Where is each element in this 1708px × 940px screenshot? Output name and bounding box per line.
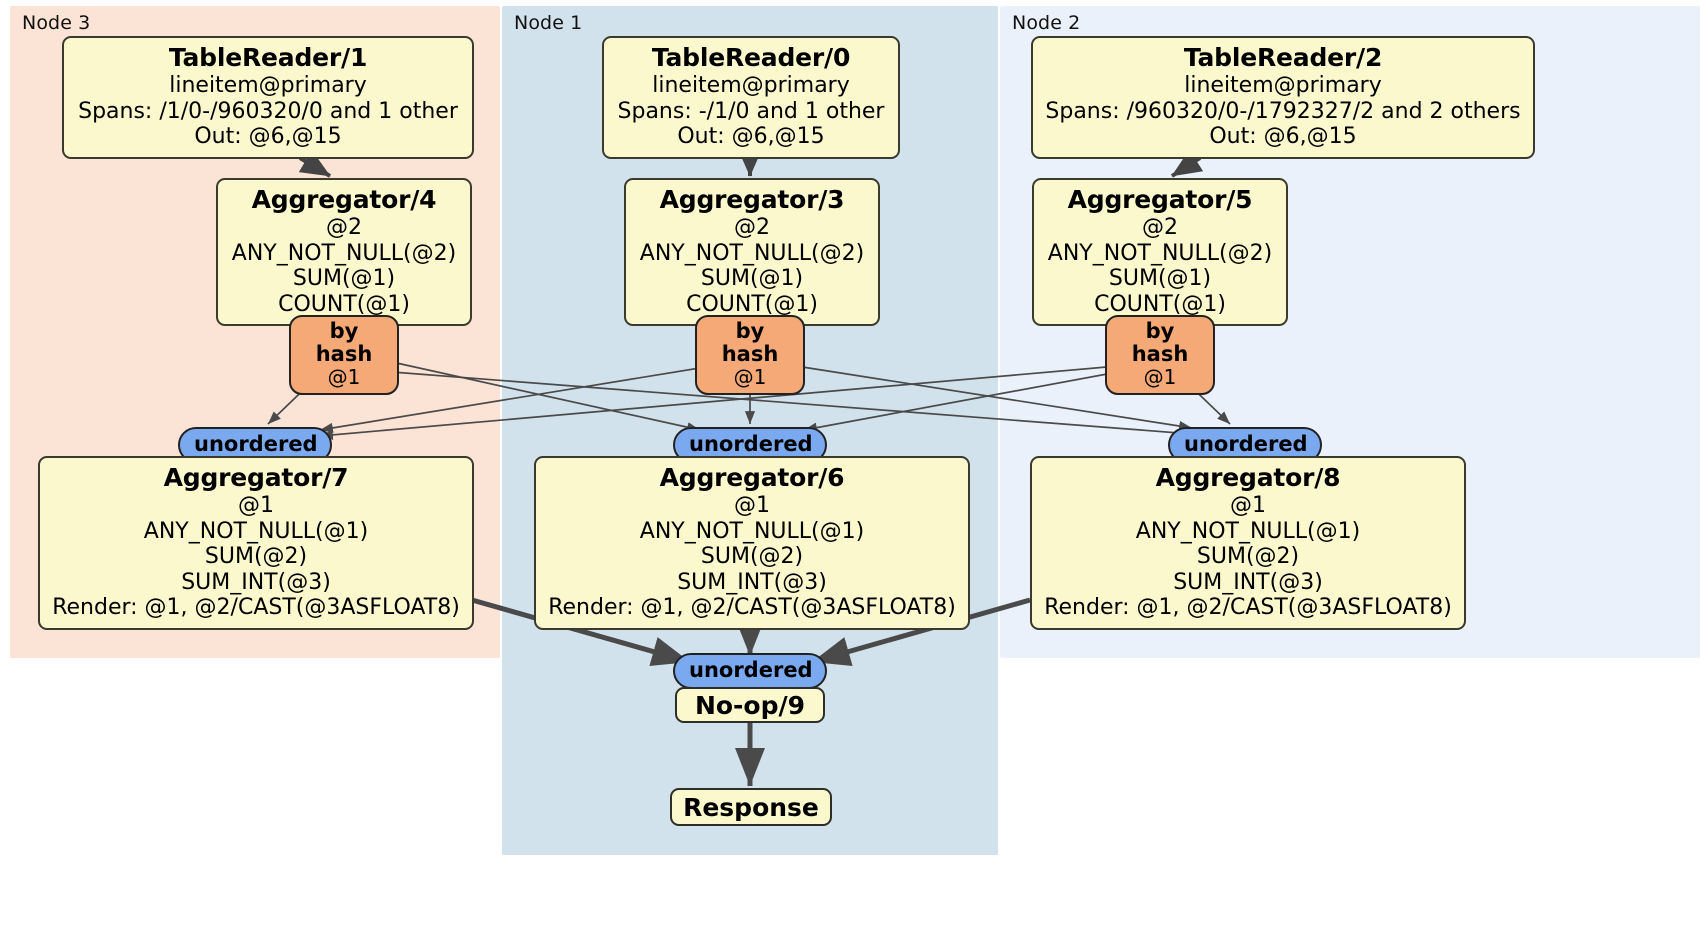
node-title: Aggregator/4 [251, 185, 437, 214]
node-agg: ANY_NOT_NULL(@2) [639, 240, 865, 266]
node-render: Render: @1, @2/CAST(@3ASFLOAT8) [52, 595, 460, 621]
node-no-op-9[interactable]: No-op/9 [675, 687, 825, 723]
node-agg: SUM_INT(@3) [1173, 569, 1323, 595]
node-title: Aggregator/6 [659, 463, 845, 492]
node-agg: SUM(@1) [292, 266, 396, 292]
node-agg: ANY_NOT_NULL(@1) [639, 518, 865, 544]
node-agg: SUM_INT(@3) [677, 569, 827, 595]
badge-label: unordered [1184, 432, 1308, 456]
node-out: Out: @6,@15 [677, 124, 825, 150]
node-aggregator-3[interactable]: Aggregator/3 @2 ANY_NOT_NULL(@2) SUM(@1)… [624, 178, 880, 327]
node-agg: SUM(@2) [204, 544, 308, 570]
badge-label: by hash [721, 319, 779, 367]
node-title: Aggregator/5 [1067, 185, 1253, 214]
node-title: Aggregator/7 [163, 463, 349, 492]
node-title: No-op/9 [694, 690, 806, 720]
panel-label-node2: Node 2 [1012, 12, 1081, 34]
node-title: Aggregator/8 [1155, 463, 1341, 492]
badge-column: @1 [1143, 365, 1177, 390]
node-agg: ANY_NOT_NULL(@1) [143, 518, 369, 544]
node-render: Render: @1, @2/CAST(@3ASFLOAT8) [548, 595, 956, 621]
node-table: lineitem@primary [652, 73, 850, 98]
node-title: TableReader/0 [651, 43, 851, 72]
node-title: TableReader/2 [1183, 43, 1383, 72]
badge-label: unordered [194, 432, 318, 456]
node-tablereader-2[interactable]: TableReader/2 lineitem@primary Spans: /9… [1031, 36, 1535, 159]
node-group: @1 [734, 493, 770, 518]
node-spans: Spans: /1/0-/960320/0 and 1 other [78, 98, 458, 124]
node-agg: COUNT(@1) [1094, 291, 1226, 317]
node-group: @1 [1230, 493, 1266, 518]
node-aggregator-6[interactable]: Aggregator/6 @1 ANY_NOT_NULL(@1) SUM(@2)… [534, 456, 970, 630]
node-agg: SUM(@1) [700, 266, 804, 292]
node-tablereader-1[interactable]: TableReader/1 lineitem@primary Spans: /1… [62, 36, 474, 159]
panel-label-node1: Node 1 [514, 12, 583, 34]
badge-by-hash-5[interactable]: by hash @1 [1105, 315, 1215, 396]
node-group: @2 [1142, 215, 1178, 240]
badge-by-hash-4[interactable]: by hash @1 [289, 315, 399, 396]
node-table: lineitem@primary [1184, 73, 1382, 98]
node-out: Out: @6,@15 [1209, 124, 1357, 150]
badge-by-hash-3[interactable]: by hash @1 [695, 315, 805, 396]
node-spans: Spans: -/1/0 and 1 other [617, 98, 885, 124]
node-agg: SUM(@2) [1196, 544, 1300, 570]
node-title: Aggregator/3 [659, 185, 845, 214]
node-group: @1 [238, 493, 274, 518]
node-spans: Spans: /960320/0-/1792327/2 and 2 others [1045, 98, 1521, 124]
node-agg: ANY_NOT_NULL(@2) [231, 240, 457, 266]
badge-column: @1 [327, 365, 361, 390]
node-title: TableReader/1 [168, 43, 368, 72]
panel-label-node3: Node 3 [22, 12, 91, 34]
node-response[interactable]: Response [670, 788, 832, 826]
node-render: Render: @1, @2/CAST(@3ASFLOAT8) [1044, 595, 1452, 621]
node-agg: COUNT(@1) [686, 291, 818, 317]
node-agg: SUM(@2) [700, 544, 804, 570]
badge-column: @1 [733, 365, 767, 390]
node-out: Out: @6,@15 [194, 124, 342, 150]
badge-label: by hash [315, 319, 373, 367]
node-aggregator-7[interactable]: Aggregator/7 @1 ANY_NOT_NULL(@1) SUM(@2)… [38, 456, 474, 630]
node-agg: SUM_INT(@3) [181, 569, 331, 595]
node-tablereader-0[interactable]: TableReader/0 lineitem@primary Spans: -/… [602, 36, 900, 159]
node-group: @2 [326, 215, 362, 240]
node-title: Response [683, 792, 819, 822]
node-table: lineitem@primary [169, 73, 367, 98]
node-agg: SUM(@1) [1108, 266, 1212, 292]
node-agg: ANY_NOT_NULL(@2) [1047, 240, 1273, 266]
badge-unordered-9[interactable]: unordered [673, 653, 827, 690]
badge-label: by hash [1131, 319, 1189, 367]
node-agg: ANY_NOT_NULL(@1) [1135, 518, 1361, 544]
node-aggregator-5[interactable]: Aggregator/5 @2 ANY_NOT_NULL(@2) SUM(@1)… [1032, 178, 1288, 327]
node-agg: COUNT(@1) [278, 291, 410, 317]
badge-label: unordered [689, 432, 813, 456]
node-group: @2 [734, 215, 770, 240]
badge-label: unordered [689, 658, 813, 682]
node-aggregator-8[interactable]: Aggregator/8 @1 ANY_NOT_NULL(@1) SUM(@2)… [1030, 456, 1466, 630]
node-aggregator-4[interactable]: Aggregator/4 @2 ANY_NOT_NULL(@2) SUM(@1)… [216, 178, 472, 327]
